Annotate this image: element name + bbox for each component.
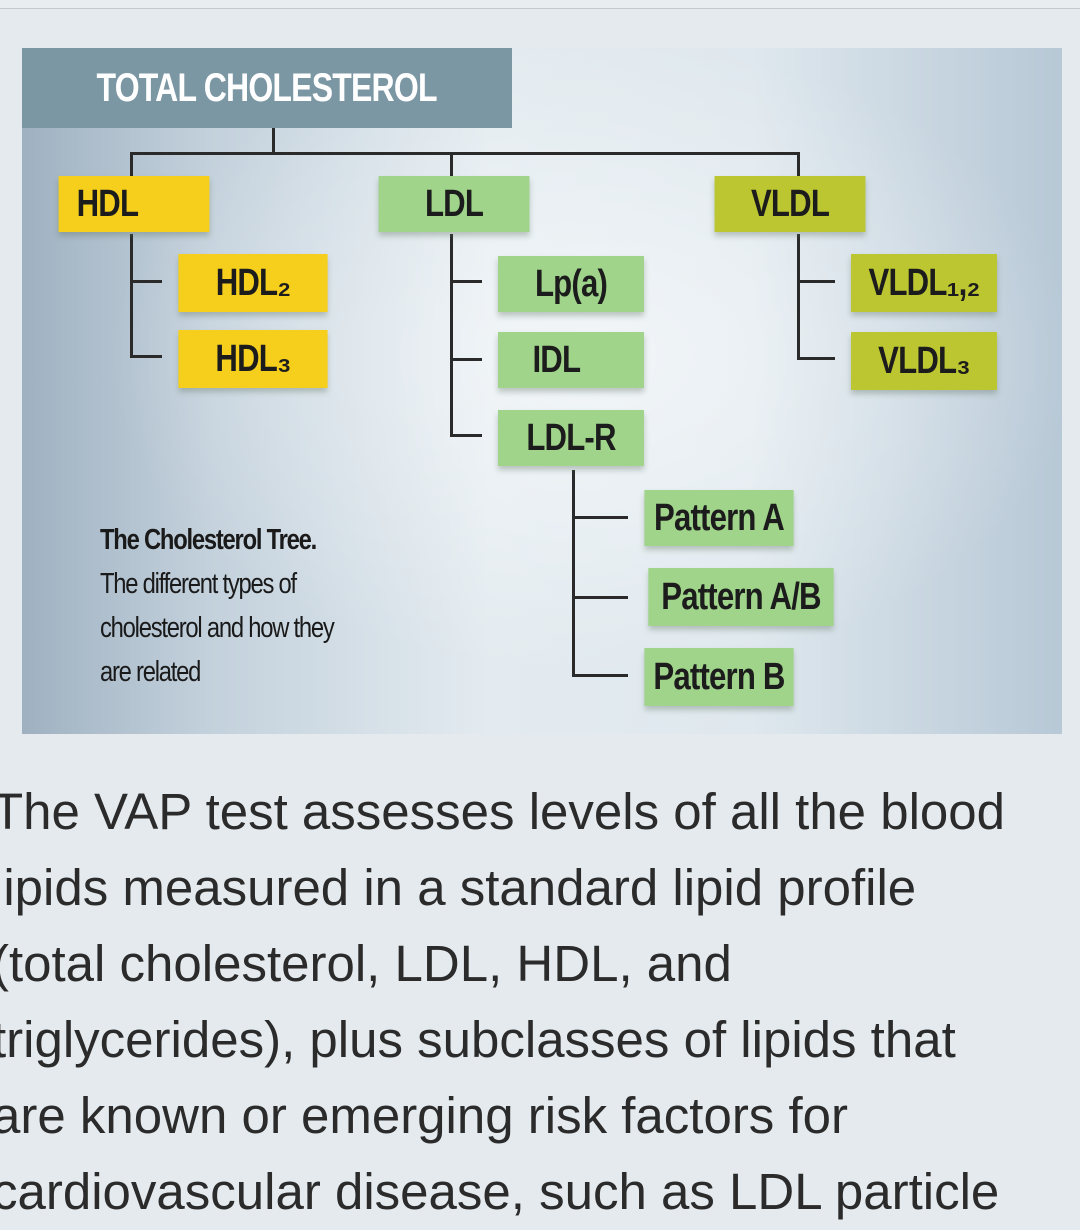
- hdl-drop: [130, 152, 133, 178]
- node-ldl: LDL: [378, 176, 530, 232]
- node-hdl3: HDL₃: [178, 330, 328, 388]
- node-hdl: HDL: [58, 176, 210, 232]
- article-line: (total cholesterol, LDL, HDL, and: [0, 935, 732, 992]
- caption-body: The different types of cholesterol and h…: [100, 568, 335, 688]
- node-pattern-b: Pattern B: [644, 648, 794, 706]
- ldl-trunk: [450, 234, 453, 436]
- article-line: triglycerides), plus subclasses of lipid…: [0, 1011, 956, 1068]
- caption-title: The Cholesterol Tree.: [100, 524, 317, 556]
- hdl2-connector: [130, 280, 162, 283]
- node-idl: IDL: [498, 332, 644, 388]
- ldlr-trunk: [572, 470, 575, 676]
- node-ldl-r: LDL-R: [498, 410, 644, 466]
- root-node-total-cholesterol: TOTAL CHOLESTEROL: [22, 48, 512, 128]
- node-lpa: Lp(a): [498, 256, 644, 312]
- vldl-trunk: [797, 234, 800, 360]
- node-hdl2: HDL₂: [178, 254, 328, 312]
- root-stem: [272, 128, 275, 154]
- node-vldl: VLDL: [714, 176, 866, 232]
- article-line: cardiovascular disease, such as LDL part…: [0, 1163, 1000, 1220]
- node-vldl3: VLDL₃: [851, 332, 997, 390]
- node-pattern-a: Pattern A: [644, 490, 794, 546]
- lpa-connector: [450, 280, 482, 283]
- article-paragraph: The VAP test assesses levels of all the …: [0, 774, 1080, 1230]
- node-vldl12: VLDL₁,₂: [851, 254, 997, 312]
- vldl12-connector: [797, 280, 835, 283]
- figure-caption: The Cholesterol Tree. The different type…: [100, 518, 346, 694]
- main-branch-line: [130, 152, 800, 155]
- ldlr-connector: [450, 434, 482, 437]
- hdl-trunk: [130, 234, 133, 358]
- article-line: lipids measured in a standard lipid prof…: [0, 859, 917, 916]
- ldl-drop: [450, 152, 453, 178]
- cholesterol-tree-figure: TOTAL CHOLESTEROL HDL LDL VLDL HDL₂ HDL₃…: [22, 48, 1062, 734]
- pattern-ab-connector: [572, 596, 628, 599]
- pattern-a-connector: [572, 516, 628, 519]
- pattern-b-connector: [572, 674, 628, 677]
- article-line: The VAP test assesses levels of all the …: [0, 783, 1006, 840]
- node-pattern-ab: Pattern A/B: [648, 568, 834, 626]
- vldl-drop: [797, 152, 800, 178]
- top-divider: [0, 0, 1080, 9]
- idl-connector: [450, 358, 482, 361]
- vldl3-connector: [797, 357, 835, 360]
- hdl3-connector: [130, 355, 162, 358]
- article-line: are known or emerging risk factors for: [0, 1087, 848, 1144]
